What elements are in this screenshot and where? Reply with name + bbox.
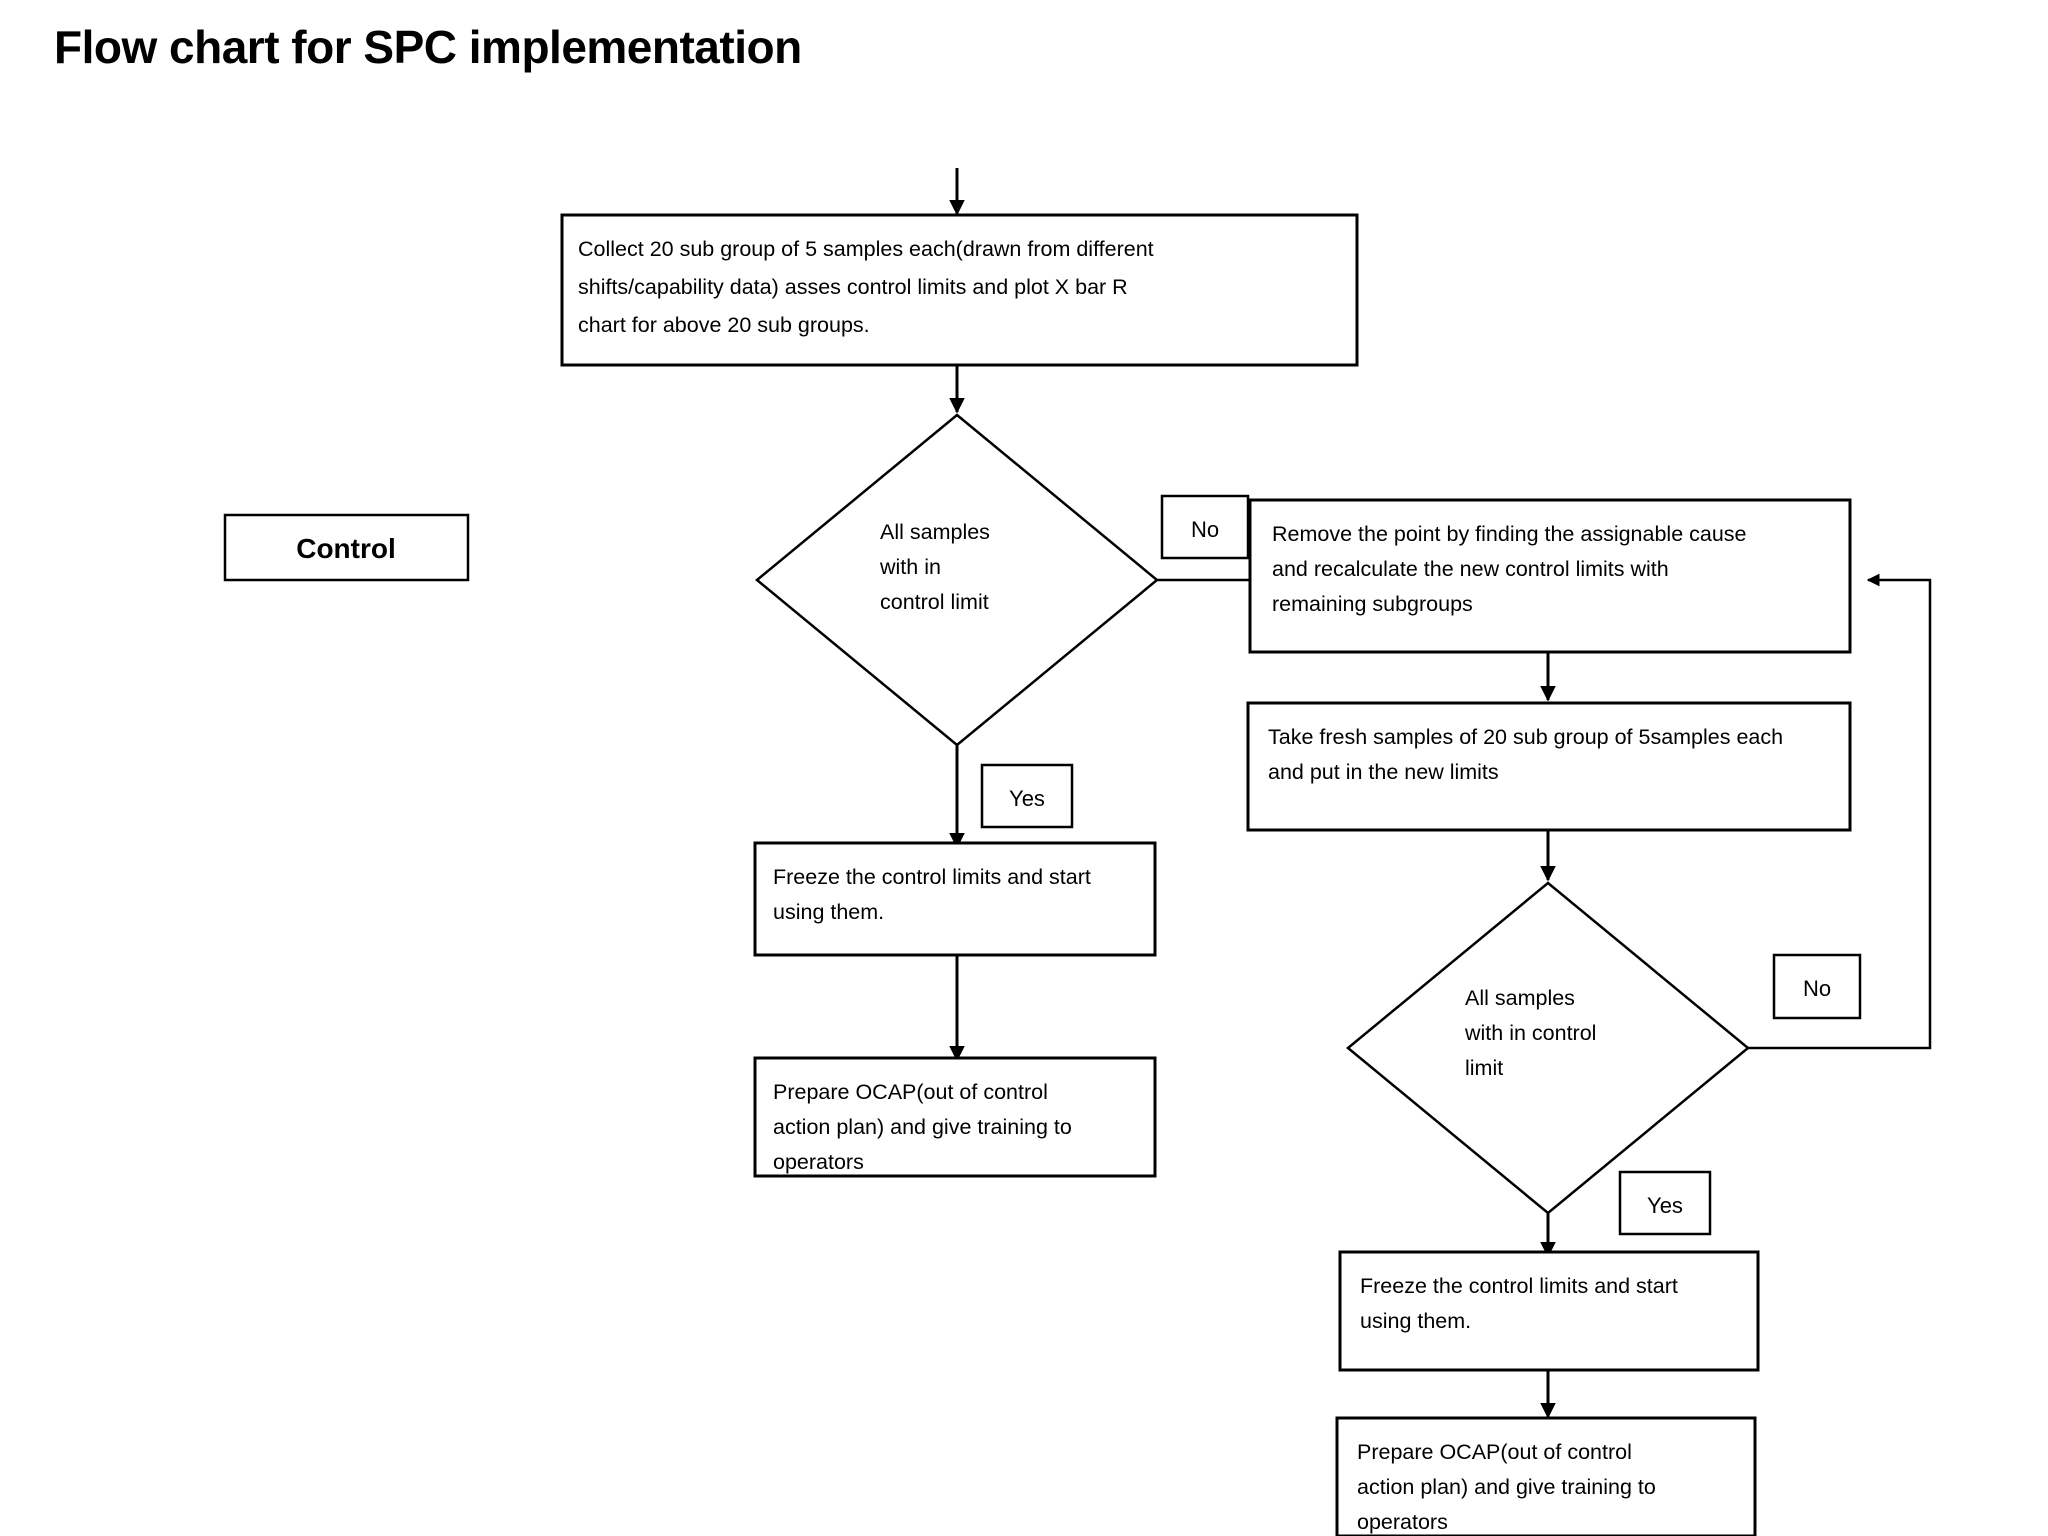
node-remove-point-line-2: and recalculate the new control limits w… — [1272, 557, 1669, 581]
edge-decision2-no-feedback-to-remove — [1748, 573, 1932, 1050]
edge-label-yes-1: Yes — [980, 763, 1074, 829]
node-collect-line-1: Collect 20 sub group of 5 samples each(d… — [578, 237, 1154, 261]
node-collect: Collect 20 sub group of 5 samples each(d… — [560, 213, 1359, 367]
node-collect-line-2: shifts/capability data) asses control li… — [578, 275, 1128, 299]
node-freeze-right-line-2: using them. — [1360, 1309, 1471, 1333]
edge-label-yes-2: Yes — [1618, 1170, 1712, 1236]
node-decision1-line-1: All samples — [880, 520, 990, 544]
node-ocap-left-line-3: operators — [773, 1150, 864, 1174]
edge-label-yes-1-box — [980, 763, 1074, 829]
phase-label-text: Control — [296, 533, 396, 564]
edge-label-no-1: No — [1160, 494, 1250, 560]
edge-label-no-2-box — [1772, 953, 1862, 1020]
node-remove-point-line-3: remaining subgroups — [1272, 592, 1473, 616]
edge-label-no-2-text: No — [1803, 976, 1831, 1001]
node-decision1: All samples with in control limit — [755, 413, 1159, 747]
node-remove-point-line-1: Remove the point by finding the assignab… — [1272, 522, 1747, 546]
node-decision2-line-1: All samples — [1465, 986, 1575, 1010]
node-freeze-right-box — [1338, 1250, 1760, 1372]
node-freeze-left-line-1: Freeze the control limits and start — [773, 865, 1091, 889]
node-ocap-left-line-1: Prepare OCAP(out of control — [773, 1080, 1048, 1104]
node-ocap-left-line-2: action plan) and give training to — [773, 1115, 1072, 1139]
node-ocap-right-line-2: action plan) and give training to — [1357, 1475, 1656, 1499]
node-ocap-right-line-1: Prepare OCAP(out of control — [1357, 1440, 1632, 1464]
node-freeze-left-box — [753, 841, 1157, 957]
node-ocap-right-box — [1335, 1416, 1757, 1536]
node-freeze-left: Freeze the control limits and start usin… — [753, 841, 1157, 957]
node-decision1-diamond — [755, 413, 1159, 747]
node-take-fresh: Take fresh samples of 20 sub group of 5s… — [1246, 701, 1852, 832]
node-ocap-right: Prepare OCAP(out of control action plan)… — [1335, 1416, 1757, 1536]
node-take-fresh-line-1: Take fresh samples of 20 sub group of 5s… — [1268, 725, 1783, 749]
node-decision1-line-3: control limit — [880, 590, 989, 614]
node-ocap-right-line-3: operators — [1357, 1510, 1448, 1534]
node-freeze-left-line-2: using them. — [773, 900, 884, 924]
edge-label-no-1-box — [1160, 494, 1250, 560]
node-remove-point-box — [1248, 498, 1852, 654]
node-freeze-right-line-1: Freeze the control limits and start — [1360, 1274, 1678, 1298]
node-remove-point: Remove the point by finding the assignab… — [1248, 498, 1852, 654]
node-collect-line-3: chart for above 20 sub groups. — [578, 313, 870, 337]
node-ocap-left: Prepare OCAP(out of control action plan)… — [753, 1056, 1157, 1178]
phase-label-control: Control — [223, 513, 470, 582]
phase-label-box — [223, 513, 470, 582]
node-take-fresh-box — [1246, 701, 1852, 832]
edge-label-yes-1-text: Yes — [1009, 786, 1045, 811]
edge-label-no-1-text: No — [1191, 517, 1219, 542]
node-ocap-left-box — [753, 1056, 1157, 1178]
node-decision2-diamond — [1346, 881, 1750, 1215]
node-decision2-line-3: limit — [1465, 1056, 1503, 1080]
edge-label-yes-2-box — [1618, 1170, 1712, 1236]
node-take-fresh-line-2: and put in the new limits — [1268, 760, 1499, 784]
page-title: Flow chart for SPC implementation — [54, 21, 802, 73]
node-decision2-line-2: with in control — [1464, 1021, 1596, 1045]
node-freeze-right: Freeze the control limits and start usin… — [1338, 1250, 1760, 1372]
edge-label-no-2: No — [1772, 953, 1862, 1020]
edge-label-yes-2-text: Yes — [1647, 1193, 1683, 1218]
node-decision2: All samples with in control limit — [1346, 881, 1750, 1215]
node-decision1-line-2: with in — [879, 555, 941, 579]
node-collect-box — [560, 213, 1359, 367]
